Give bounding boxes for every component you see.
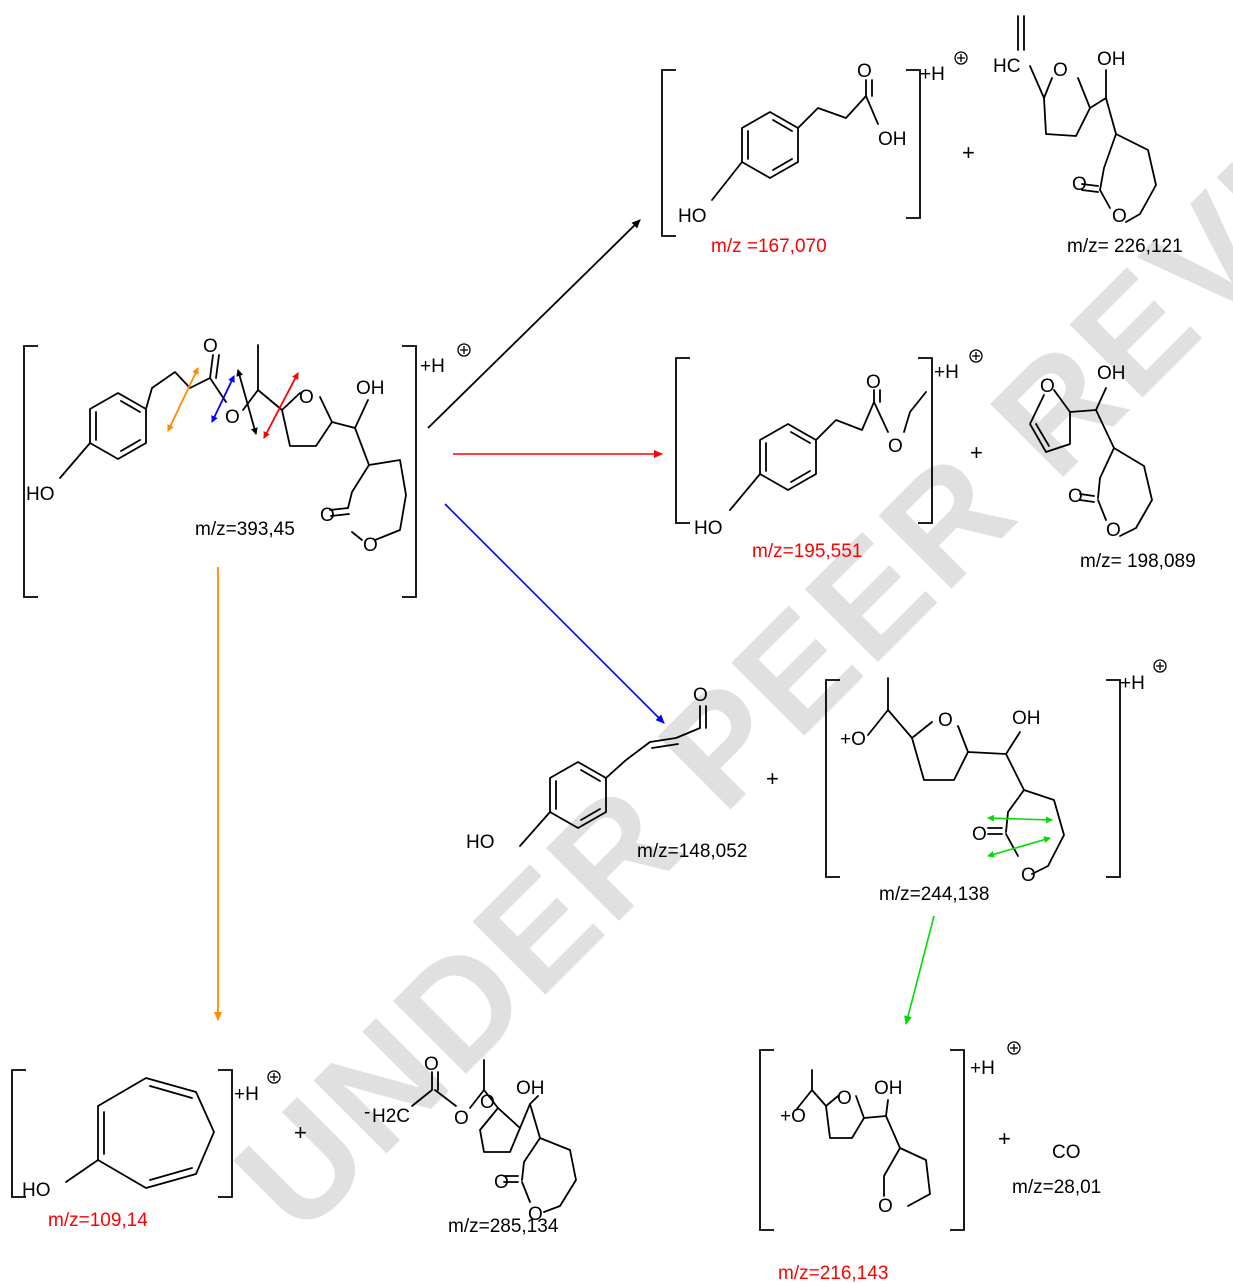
p3b-mz-label: m/z=244,138 bbox=[879, 884, 989, 905]
p5-thf-o: O bbox=[837, 1088, 852, 1109]
p3b-o-plus: +O bbox=[840, 729, 866, 750]
p4-protonation: +H bbox=[234, 1084, 259, 1105]
p3b-lactone-o: O bbox=[972, 824, 987, 845]
p2b-mz-label: m/z= 198,089 bbox=[1080, 551, 1196, 572]
plus-4: + bbox=[294, 1120, 307, 1145]
p1-protonation: +H bbox=[920, 64, 945, 85]
product-1: HO O OH +H m/z =167,070 bbox=[661, 51, 968, 257]
p1-plus-charge-icon bbox=[954, 51, 968, 65]
p3-ho-label: HO bbox=[466, 832, 495, 853]
p4-ho-label: HO bbox=[22, 1180, 51, 1201]
p1b-mz-label: m/z= 226,121 bbox=[1067, 236, 1183, 257]
p1-ho-label: HO bbox=[678, 206, 707, 227]
product-1b: HC O OH O O m/z= 226,121 bbox=[993, 15, 1183, 257]
p2-ester-o: O bbox=[888, 436, 903, 457]
product-2b: O OH O O m/z= 198,089 bbox=[1029, 363, 1196, 572]
p4b-h2c-label: H2C bbox=[372, 1106, 410, 1127]
p3b-thf-o: O bbox=[938, 710, 953, 731]
parent-thf-o: O bbox=[299, 387, 314, 408]
parent-ring-o: O bbox=[363, 535, 378, 556]
product-2: HO O O +H m/z=195,551 bbox=[675, 349, 983, 562]
arrow-green bbox=[904, 915, 935, 1025]
parent-plus-charge-icon bbox=[457, 343, 471, 357]
p1b-hc-label: HC bbox=[993, 56, 1020, 77]
p1-oh: OH bbox=[878, 129, 907, 150]
p2-carbonyl-o: O bbox=[866, 372, 881, 393]
product-3: HO O m/z=148,052 bbox=[466, 685, 747, 862]
p2b-oh: OH bbox=[1097, 363, 1126, 384]
parent-protonation: +H bbox=[420, 356, 445, 377]
p2-plus-charge-icon bbox=[969, 349, 983, 363]
p2-ho-label: HO bbox=[694, 518, 723, 539]
parent-ho-label: HO bbox=[26, 484, 55, 505]
p5-ring-o: O bbox=[878, 1196, 893, 1217]
p4-plus-charge-icon bbox=[267, 1070, 281, 1084]
p1b-thf-o: O bbox=[1053, 60, 1068, 81]
plus-1: + bbox=[962, 140, 975, 165]
product-4b: - H2C O O O OH O O m/z=285,134 bbox=[364, 1054, 577, 1237]
p1b-lactone-o: O bbox=[1072, 174, 1087, 195]
bracket-right bbox=[402, 345, 417, 598]
p4b-ester-o: O bbox=[454, 1108, 469, 1129]
p3b-plus-charge-icon bbox=[1153, 659, 1167, 673]
p4-mz-label: m/z=109,14 bbox=[48, 1210, 148, 1231]
p4b-mz-label: m/z=285,134 bbox=[448, 1216, 559, 1237]
p2b-lactone-o: O bbox=[1068, 486, 1083, 507]
parent-mz-label: m/z=393,45 bbox=[195, 519, 295, 540]
product-3b: +O O OH O O +H m/z=244,138 bbox=[825, 659, 1167, 905]
arrow-black bbox=[427, 219, 641, 429]
arrow-blue bbox=[444, 503, 665, 724]
parent-carbonyl-o: O bbox=[203, 336, 218, 357]
parent-ester-o: O bbox=[225, 407, 240, 428]
p4b-oh: OH bbox=[516, 1078, 545, 1099]
plus-2: + bbox=[970, 440, 983, 465]
co-label: CO bbox=[1052, 1142, 1081, 1163]
p2b-ring-o: O bbox=[1106, 520, 1121, 541]
bracket-left bbox=[23, 345, 38, 598]
p4b-carbonyl-o: O bbox=[424, 1054, 439, 1075]
p1-mz-label: m/z =167,070 bbox=[711, 236, 827, 257]
p5-o-plus: +O bbox=[780, 1106, 806, 1127]
parent-oh: OH bbox=[356, 378, 385, 399]
p4b-minus: - bbox=[364, 1102, 370, 1123]
p3b-oh: OH bbox=[1012, 708, 1041, 729]
p2-protonation: +H bbox=[934, 362, 959, 383]
p5-mz-label: m/z=216,143 bbox=[778, 1263, 888, 1283]
p3-carbonyl-o: O bbox=[693, 685, 708, 706]
p1-carbonyl-o: O bbox=[857, 61, 872, 82]
p1b-oh: OH bbox=[1097, 49, 1126, 70]
p2b-furan-o: O bbox=[1040, 376, 1055, 397]
plus-5: + bbox=[998, 1126, 1011, 1151]
p5-protonation: +H bbox=[970, 1058, 995, 1079]
p3-mz-label: m/z=148,052 bbox=[637, 841, 747, 862]
p1b-ring-o: O bbox=[1112, 206, 1127, 227]
parent-molecule: HO O O O OH O O m/z=393,45 +H bbox=[23, 336, 471, 598]
plus-3: + bbox=[766, 766, 779, 791]
p4b-lactone-o: O bbox=[494, 1172, 509, 1193]
product-4: HO +H m/z=109,14 bbox=[11, 1069, 281, 1231]
product-5: +O O OH O +H m/z=216,143 bbox=[759, 1041, 1021, 1283]
p5-plus-charge-icon bbox=[1007, 1041, 1021, 1055]
p3b-protonation: +H bbox=[1120, 673, 1145, 694]
p2-mz-label: m/z=195,551 bbox=[752, 541, 862, 562]
p4b-ring-o: O bbox=[528, 1204, 543, 1225]
p4b-thf-o: O bbox=[480, 1092, 495, 1113]
p5b-mz-label: m/z=28,01 bbox=[1012, 1177, 1101, 1198]
p5-oh: OH bbox=[874, 1078, 903, 1099]
parent-lactone-o: O bbox=[320, 505, 335, 526]
p3b-ring-o: O bbox=[1021, 865, 1036, 886]
